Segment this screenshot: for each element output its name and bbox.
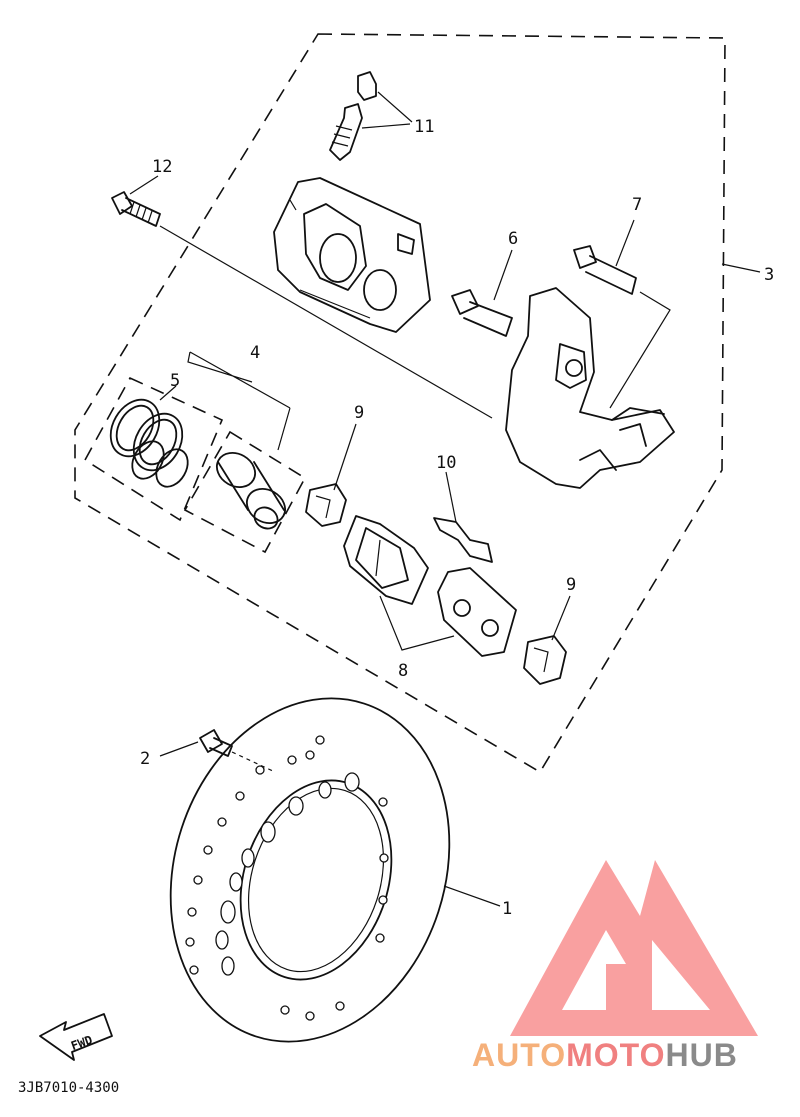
caliper-bracket [505,287,675,489]
watermark-auto: AUTO [472,1037,566,1073]
kit-4-leader [187,351,291,451]
pad-spring [433,471,493,563]
callout-6: 6 [508,229,518,249]
pad-support-right [523,595,571,685]
logo-triangle-mark [510,860,758,1036]
bolt-2-leader [159,741,199,757]
bleed-screw-set [329,71,413,161]
callout-10: 10 [436,453,456,473]
pad-8-leader [379,595,455,651]
forward-arrow: FWD [39,1013,113,1061]
brake-disc [169,697,451,1043]
callout-7: 7 [632,195,642,215]
caliper-body [273,177,431,333]
callout-1: 1 [502,899,512,919]
callout-9-left: 9 [354,403,364,423]
caliper-piston [216,452,286,530]
caliper-bolt [111,175,493,419]
callout-4: 4 [250,343,260,363]
watermark-text: AUTOMOTOHUB [472,1037,738,1073]
callout-9-right: 9 [566,575,576,595]
caliper-assembly-boundary [74,33,726,774]
disc-1-leader [443,885,501,907]
diagram-code: 3JB7010-4300 [18,1080,119,1096]
callout-3: 3 [764,265,774,285]
fwd-label: FWD [69,1033,94,1054]
assembly-3-leader [721,263,761,273]
callout-5: 5 [170,371,180,391]
kit-5-leader [159,385,177,401]
seal-kit-boundary [83,376,224,522]
disc-holes [185,735,389,1021]
piston-kit-boundary [183,430,307,554]
callout-2: 2 [140,749,150,769]
slide-pin-7 [573,219,671,409]
callout-11: 11 [414,117,434,137]
brake-pad-inner [343,515,429,605]
disc-bolt [199,729,276,773]
brake-pad-outer [437,567,517,657]
slide-pin-6 [451,249,513,337]
watermark-hub: HUB [665,1037,737,1073]
pad-support-left [305,423,357,527]
watermark-logo [510,860,758,1036]
watermark-moto: MOTO [566,1037,665,1073]
seal-kit [109,398,189,488]
callout-8: 8 [398,661,408,681]
callout-12: 12 [152,157,172,177]
